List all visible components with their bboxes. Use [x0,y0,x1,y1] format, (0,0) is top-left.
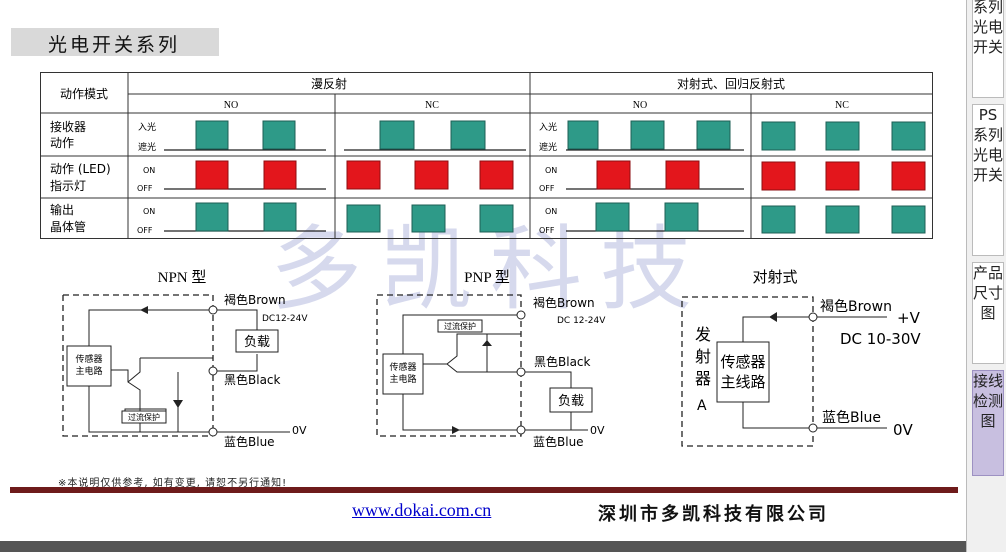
sidebar-tab-label: 接线检测图 [973,372,1004,430]
pnp-zero: 0V [590,424,605,437]
footer-divider [10,487,958,493]
group-thru-retro: 对射式、回归反射式 [677,76,785,91]
action-mode-table: 动作模式 漫反射 对射式、回归反射式 NO NC NO NC 接收器 动作 动作… [40,72,933,239]
row2-label-1: 动作 (LED) [50,162,111,176]
npn-sensor-2: 主电路 [75,365,102,377]
company-name: 深圳市多凯科技有限公司 [598,504,829,525]
sidebar-tab-label: PS系列光电开关 [973,106,1004,184]
pnp-protect: 过流保护 [444,321,476,331]
row1-lo-label-1: 遮光 [138,141,156,153]
thru-brown: 褐色Brown [820,298,892,315]
row1-hi-label-1: 入光 [138,121,156,133]
row2-lo-label-3: OFF [539,184,555,193]
pnp-sensor-2: 主电路 [389,373,416,385]
thru-sensor-1: 传感器 [720,353,765,371]
sidebar-tab-label: 系列光电开关 [973,0,1004,56]
thru-zero: 0V [893,421,914,439]
pnp-diagram: PNP 型 传感器 主电路 过流保护 负载 褐色Brown DC 12-24V … [376,269,606,449]
thru-blue: 蓝色Blue [822,409,881,426]
subcol-nc-1: NC [425,100,439,111]
thru-title: 对射式 [752,268,797,286]
row1-lo-label-3: 遮光 [539,141,557,153]
subcol-no-2: NO [633,100,647,111]
row3-label-1: 输出 [50,202,74,217]
npn-voltage: DC12-24V [262,314,308,324]
row2-lo-label-1: OFF [137,184,153,193]
title-bar [11,28,219,56]
row3-hi-label-1: ON [143,207,155,216]
row3-label-2: 晶体管 [50,219,86,234]
row2-hi-label-1: ON [143,166,155,175]
row1-label-1: 接收器 [50,119,86,134]
row3-lo-label-1: OFF [137,226,153,235]
thru-plus: +V [897,309,921,327]
thru-emitter-3: 器 [695,369,711,388]
pnp-voltage: DC 12-24V [557,316,606,326]
row2-pulses [195,160,926,191]
thru-voltage: DC 10-30V [840,330,921,348]
signal-baselines [164,149,744,232]
row3-hi-label-3: ON [545,207,557,216]
mode-header: 动作模式 [60,87,108,101]
npn-diagram: NPN 型 传感器 主电路 过流保护 负载 褐色Brown DC12-24V 黑… [62,269,308,449]
pnp-load: 负载 [558,394,584,409]
subcol-nc-2: NC [835,100,849,111]
sidebar-tab-ps-series[interactable]: PS系列光电开关 [972,104,1004,256]
sidebar-tab-wiring[interactable]: 接线检测图 [972,370,1004,476]
bottom-bar [0,541,1006,552]
pnp-title: PNP 型 [464,269,510,286]
npn-zero: 0V [292,424,307,437]
thru-sensor-2: 主线路 [720,373,765,391]
npn-blue: 蓝色Blue [224,435,275,449]
row1-label-2: 动作 [50,136,74,150]
group-diffuse: 漫反射 [311,76,347,91]
thru-emitter-1: 发 [695,325,711,344]
watermark: 多凯科技 [270,216,711,323]
wiring-diagrams: NPN 型 传感器 主电路 过流保护 负载 褐色Brown DC12-24V 黑… [62,268,921,449]
npn-title: NPN 型 [158,269,207,286]
npn-load: 负载 [244,335,270,350]
pnp-blue: 蓝色Blue [533,435,584,449]
row1-hi-label-3: 入光 [539,121,557,133]
row2-hi-label-3: ON [545,166,557,175]
website-link[interactable]: www.dokai.com.cn [352,500,492,520]
npn-brown: 褐色Brown [224,292,286,307]
row1-pulses [195,120,926,151]
page-title: 光电开关系列 [48,34,181,56]
npn-protect: 过流保护 [128,412,160,422]
disclaimer-note: ※本说明仅供参考, 如有变更, 请恕不另行通知! [58,478,288,489]
pnp-black: 黑色Black [534,355,591,369]
npn-sensor-1: 传感器 [75,353,102,365]
sidebar-tab-label: 产品尺寸图 [973,264,1004,322]
row3-lo-label-3: OFF [539,226,555,235]
npn-black: 黑色Black [224,373,281,387]
subcol-no-1: NO [224,100,238,111]
thru-emitter-2: 射 [695,347,711,366]
sidebar-tab-series-sensors[interactable]: 系列光电开关 [972,0,1004,98]
row3-pulses [195,202,926,234]
sidebar-tab-dimensions[interactable]: 产品尺寸图 [972,262,1004,364]
pnp-sensor-1: 传感器 [389,361,416,373]
pnp-brown: 褐色Brown [533,295,595,310]
row2-label-2: 指示灯 [50,178,86,193]
thru-beam-diagram: 对射式 发 射 器 A 传感器 主线路 褐色Brown +V DC 10-30V… [681,268,921,447]
thru-emitter-4: A [697,398,707,414]
